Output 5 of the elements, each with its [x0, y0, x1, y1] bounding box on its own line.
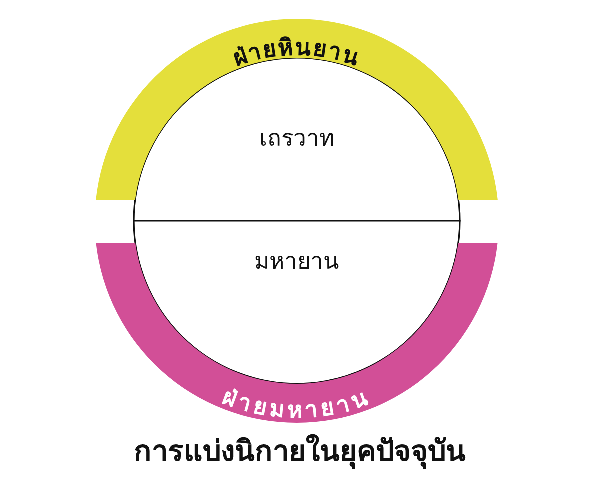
arc-label: ฝ่ายหินยาน	[230, 34, 364, 72]
section-label: เถรวาท	[260, 126, 334, 154]
arc-label: ฝ่ายมหายาน	[219, 384, 375, 424]
section-label: มหายาน	[254, 249, 340, 277]
caption: การแบ่งนิกายในยุคปัจจุบัน	[134, 433, 466, 470]
